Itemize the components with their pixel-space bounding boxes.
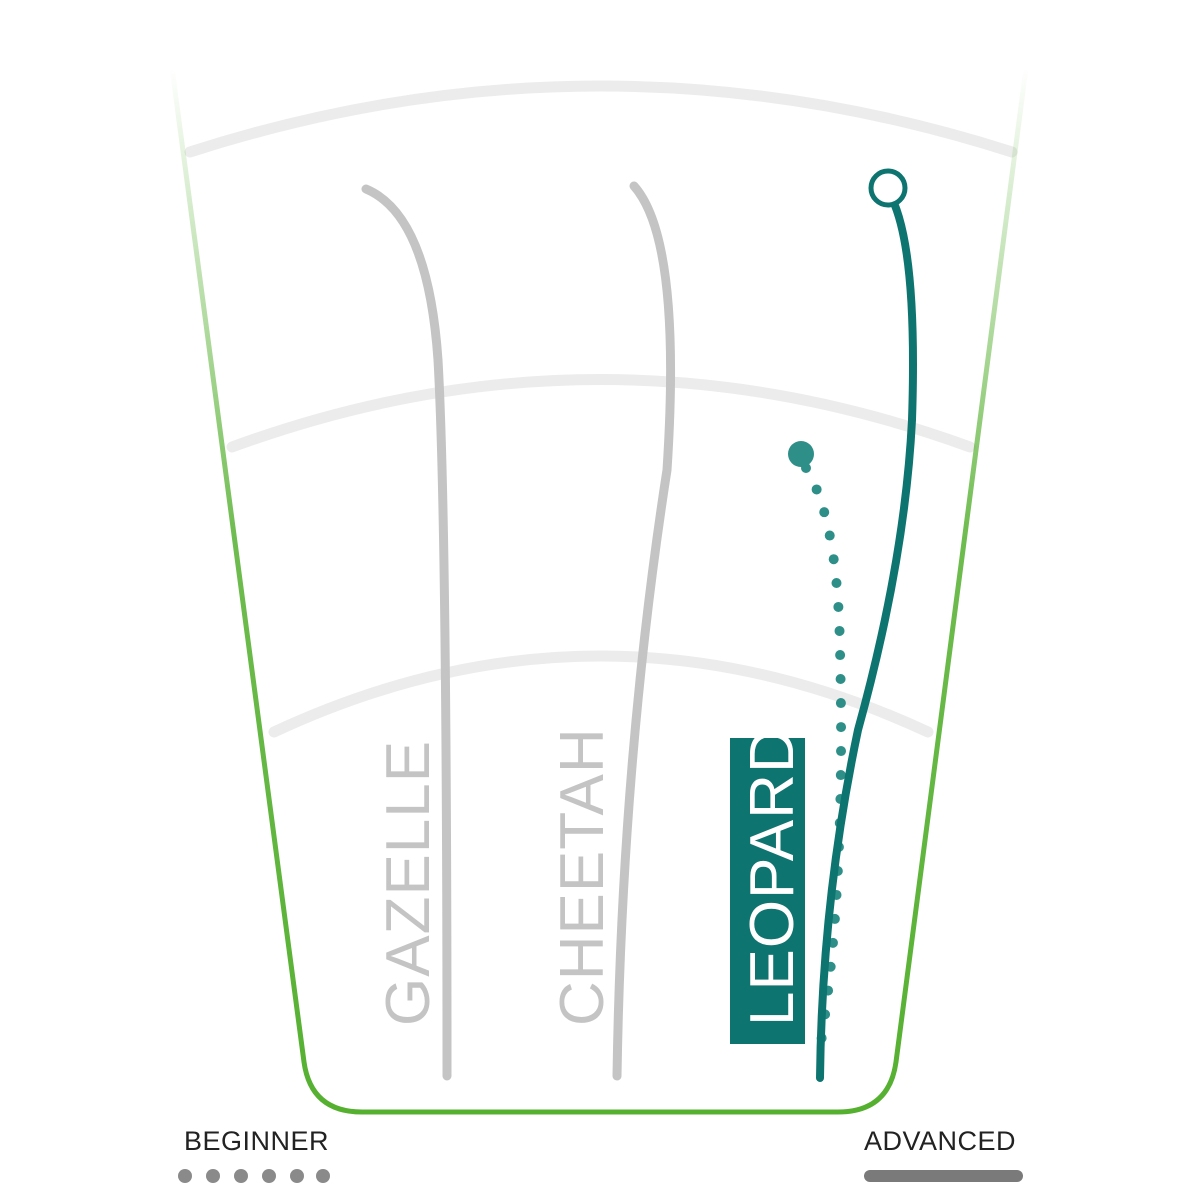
cheetah-line <box>612 181 676 1081</box>
leopard-label-box <box>730 738 805 1044</box>
arc-middle <box>226 374 976 453</box>
cheetah-label: CHEETAH <box>548 727 617 1026</box>
legend-dot <box>262 1169 276 1183</box>
arc-top <box>184 80 1018 158</box>
gazelle-label: GAZELLE <box>374 740 443 1026</box>
leopard-end-marker <box>868 168 908 208</box>
beginner-label: BEGINNER <box>184 1126 330 1156</box>
legend-dot <box>316 1169 330 1183</box>
legend-dot <box>206 1169 220 1183</box>
legend-dot <box>290 1169 304 1183</box>
legend-dot <box>178 1169 192 1183</box>
legend-dot <box>234 1169 248 1183</box>
leopard-line <box>816 187 917 1082</box>
funnel-outline <box>169 67 1029 1115</box>
arc-bottom <box>268 650 934 738</box>
beginner-legend-dots <box>178 1169 330 1183</box>
background-arcs <box>184 80 1018 738</box>
leopard-dotted-line <box>801 463 847 1065</box>
gazelle-line <box>361 184 452 1081</box>
leopard-dotted-start-dot <box>788 441 814 467</box>
leopard-label: LEOPARD <box>738 727 807 1026</box>
advanced-label: ADVANCED <box>864 1126 1017 1156</box>
